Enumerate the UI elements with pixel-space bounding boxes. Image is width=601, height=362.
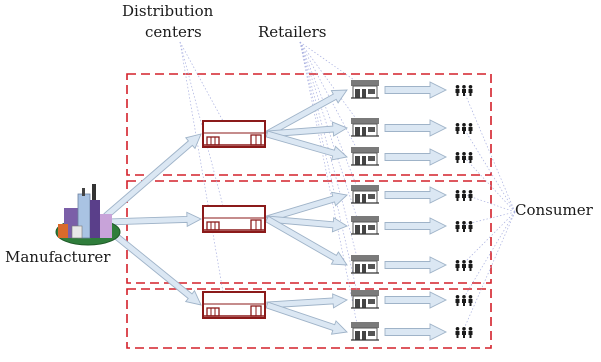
leader-line — [299, 41, 358, 293]
arrow-retailer-to-consumer — [384, 256, 448, 274]
consumer-people-icon — [455, 295, 473, 306]
leader-line — [299, 41, 358, 150]
leader-line — [462, 155, 516, 213]
arrow-manufacturer-to-center-2 — [105, 211, 203, 228]
arrow-retailer-to-consumer — [384, 217, 448, 235]
leader-line — [462, 211, 516, 332]
consumer-people-icon — [455, 327, 473, 338]
group-boxes — [126, 73, 492, 349]
arrow-center-to-retailer — [265, 130, 348, 161]
retailer-store-icon — [350, 117, 380, 137]
arrow-center-to-retailer — [265, 191, 348, 223]
nodes — [55, 79, 473, 341]
distribution-center-3 — [202, 291, 266, 319]
arrow-retailer-to-consumer — [384, 291, 448, 309]
arrow-retailer-to-consumer — [384, 119, 448, 137]
distribution-center-1 — [202, 120, 266, 148]
leader-line — [299, 41, 358, 325]
retailer-store-icon — [350, 289, 380, 309]
consumer-people-icon — [455, 260, 473, 271]
retailer-store-icon — [350, 79, 380, 99]
manufacturer-label: Manufacturer — [5, 248, 111, 266]
arrow-center-to-retailer — [266, 293, 349, 309]
distribution-center-2 — [202, 205, 266, 233]
arrow-manufacturer-to-center-3 — [103, 225, 202, 306]
leader-line — [462, 211, 516, 265]
arrow-manufacturer-to-center-1 — [103, 133, 202, 219]
group-box-1 — [126, 73, 492, 176]
arrow-center-to-retailer — [264, 89, 348, 138]
leader-line — [462, 126, 516, 213]
arrow-retailer-to-consumer — [384, 323, 448, 341]
consumer-people-icon — [455, 152, 473, 163]
distribution-centers-label-line2: centers — [145, 23, 202, 41]
group-box-3 — [126, 288, 492, 349]
arrow-center-to-retailer — [266, 121, 349, 138]
arrow-center-to-retailer — [266, 215, 348, 233]
leader-line — [299, 41, 358, 83]
arrow-retailer-to-consumer — [384, 81, 448, 99]
retailer-store-icon — [350, 184, 380, 204]
leader-line — [299, 41, 358, 188]
distribution-centers-label-line1: Distribution — [122, 2, 214, 20]
arrow-retailer-to-consumer — [384, 148, 448, 166]
group-box-2 — [126, 180, 492, 284]
retailer-store-icon — [350, 215, 380, 235]
retailer-store-icon — [350, 146, 380, 166]
retailer-store-icon — [350, 321, 380, 341]
retailer-store-icon — [350, 254, 380, 274]
retailers-label: Retailers — [258, 23, 327, 41]
consumer-label: Consumer — [515, 201, 593, 219]
leader-line — [179, 41, 224, 293]
leader-line — [179, 41, 224, 207]
leader-line — [462, 211, 516, 300]
consumer-people-icon — [455, 190, 473, 201]
manufacturer-icon — [55, 184, 121, 246]
consumer-people-icon — [455, 123, 473, 134]
leader-line — [179, 41, 224, 122]
arrow-center-to-retailer — [265, 301, 348, 335]
consumer-people-icon — [455, 85, 473, 96]
flow-arrows — [103, 81, 448, 341]
consumer-people-icon — [455, 221, 473, 232]
arrow-retailer-to-consumer — [384, 186, 448, 204]
arrow-center-to-retailer — [264, 215, 348, 266]
leader-line — [299, 41, 358, 121]
leader-line — [462, 88, 516, 213]
